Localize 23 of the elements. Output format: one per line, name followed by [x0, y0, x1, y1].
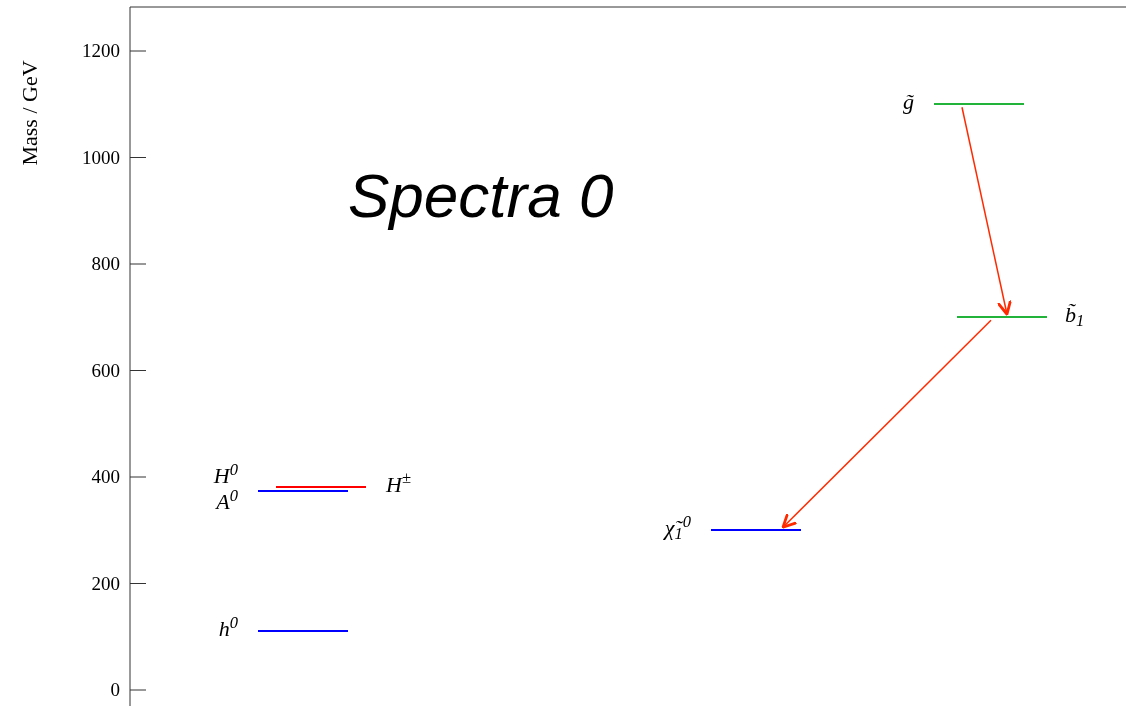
tick-label: 1000 — [81, 146, 120, 169]
tick-label: 400 — [90, 466, 120, 488]
tick-label: 0 — [109, 679, 120, 701]
particle-label: H$^{±}$ — [386, 471, 411, 498]
energy-level-line — [276, 485, 366, 488]
tick-label: 200 — [90, 572, 120, 595]
energy-level-line — [711, 529, 801, 532]
chart-title: Spectra 0 — [348, 160, 614, 232]
axis-title: Mass / GeV — [17, 59, 43, 168]
energy-level-line — [258, 630, 348, 633]
tick-label: 600 — [90, 359, 120, 382]
energy-level-line — [957, 316, 1047, 319]
tick-label: 800 — [90, 253, 120, 275]
particle-label: g̃ — [903, 89, 914, 116]
energy-level-line — [258, 490, 348, 493]
tick-label: 1200 — [81, 40, 120, 62]
arrow — [781, 319, 992, 529]
particle-label: h$^{0}$ — [218, 616, 238, 643]
energy-level-line — [934, 103, 1024, 106]
arrow — [961, 106, 1012, 316]
particle-label: H$^{0}$ — [213, 463, 238, 490]
particle-label: b̃$_{1}$ — [1065, 302, 1085, 329]
particle-label: A$^{0}$ — [216, 489, 238, 516]
